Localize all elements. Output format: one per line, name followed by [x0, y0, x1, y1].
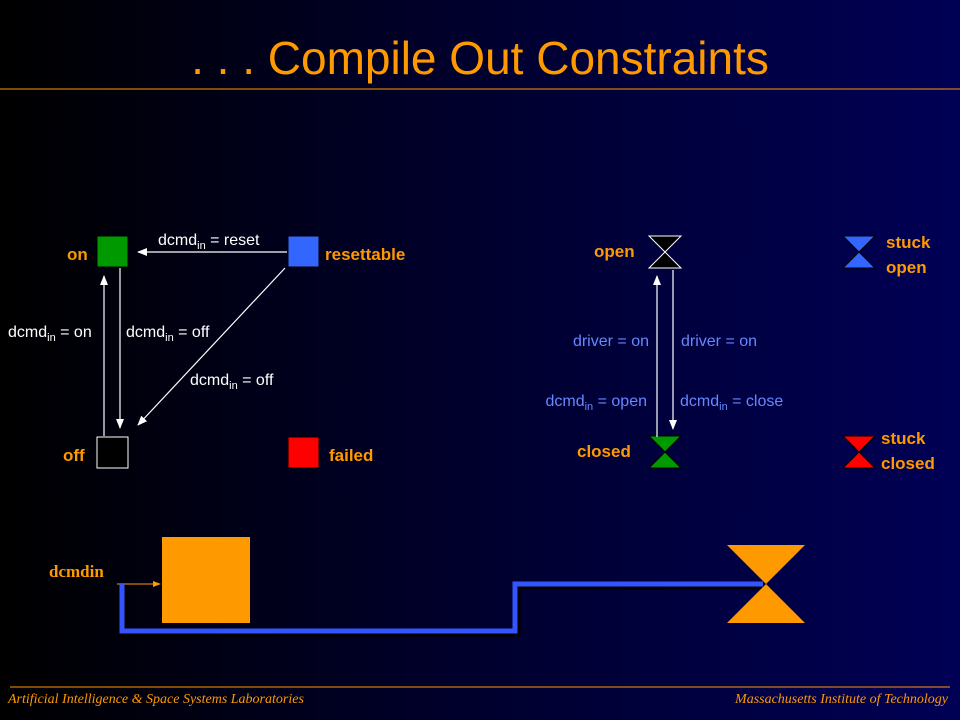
transition-resettable-to-on-label: dcmdin = reset [158, 232, 260, 252]
on-to-off-suffix: = off [174, 324, 210, 341]
state-failed-box [287, 436, 320, 469]
driver-component-box [162, 537, 250, 623]
state-closed-label: closed [577, 442, 631, 461]
circuit-input-label: dcmdin [49, 562, 104, 581]
resettable-to-on-prefix: dcmd [158, 232, 197, 249]
on-to-off-sub: in [165, 332, 174, 344]
open-to-closed-cmd-prefix: dcmd [680, 393, 719, 410]
transition-resettable-to-off-arrow [137, 267, 286, 426]
transition-resettable-to-off-label: dcmdin = off [190, 372, 274, 392]
state-off-box [96, 436, 129, 469]
state-on-label: on [67, 245, 88, 264]
state-resettable-box [287, 235, 320, 268]
state-off-label: off [63, 446, 85, 465]
resettable-to-off-suffix: = off [238, 372, 274, 389]
off-to-on-suffix: = on [56, 324, 92, 341]
on-to-off-prefix: dcmd [126, 324, 165, 341]
state-open-label: open [594, 242, 635, 261]
valve-open-icon [647, 235, 683, 269]
slide-title: . . . Compile Out Constraints [191, 32, 769, 84]
state-stuck-closed-label: stuck closed [881, 429, 935, 473]
closed-to-open-cmd-sub: in [585, 401, 594, 413]
valve-component-icon [727, 545, 805, 623]
stuck-closed-line1: stuck [881, 429, 926, 448]
transition-off-to-on-label: dcmdin = on [8, 324, 92, 344]
open-to-closed-cmd: dcmdin = close [680, 393, 783, 413]
resettable-to-off-prefix: dcmd [190, 372, 229, 389]
off-to-on-prefix: dcmd [8, 324, 47, 341]
closed-to-open-cmd-suffix: = open [593, 393, 647, 410]
open-to-closed-cmd-sub: in [719, 401, 728, 413]
resettable-to-on-sub: in [197, 240, 206, 252]
wire-to-valve-main [119, 581, 763, 634]
footer-lab-name: Artificial Intelligence & Space Systems … [8, 692, 304, 707]
stuck-open-line1: stuck [886, 233, 931, 252]
stuck-closed-line2: closed [881, 454, 935, 473]
valve-stuck-closed-icon [841, 435, 877, 469]
valve-closed-icon [647, 435, 683, 469]
resettable-to-off-sub: in [229, 380, 238, 392]
closed-to-open-guard: driver = on [573, 333, 649, 350]
closed-to-open-cmd-prefix: dcmd [545, 393, 584, 410]
transition-on-to-off-label: dcmdin = off [126, 324, 210, 344]
open-to-closed-cmd-suffix: = close [728, 393, 784, 410]
resettable-to-on-suffix: = reset [206, 232, 260, 249]
state-stuck-open-label: stuck open [886, 233, 931, 277]
open-to-closed-guard: driver = on [681, 333, 757, 350]
closed-to-open-cmd: dcmdin = open [545, 393, 647, 413]
footer-institution: Massachusetts Institute of Technology [735, 692, 948, 707]
off-to-on-sub: in [47, 332, 56, 344]
state-failed-label: failed [329, 446, 373, 465]
valve-stuck-open-icon [841, 235, 877, 269]
state-on-box [96, 235, 129, 268]
stuck-open-line2: open [886, 258, 927, 277]
state-resettable-label: resettable [325, 245, 405, 264]
